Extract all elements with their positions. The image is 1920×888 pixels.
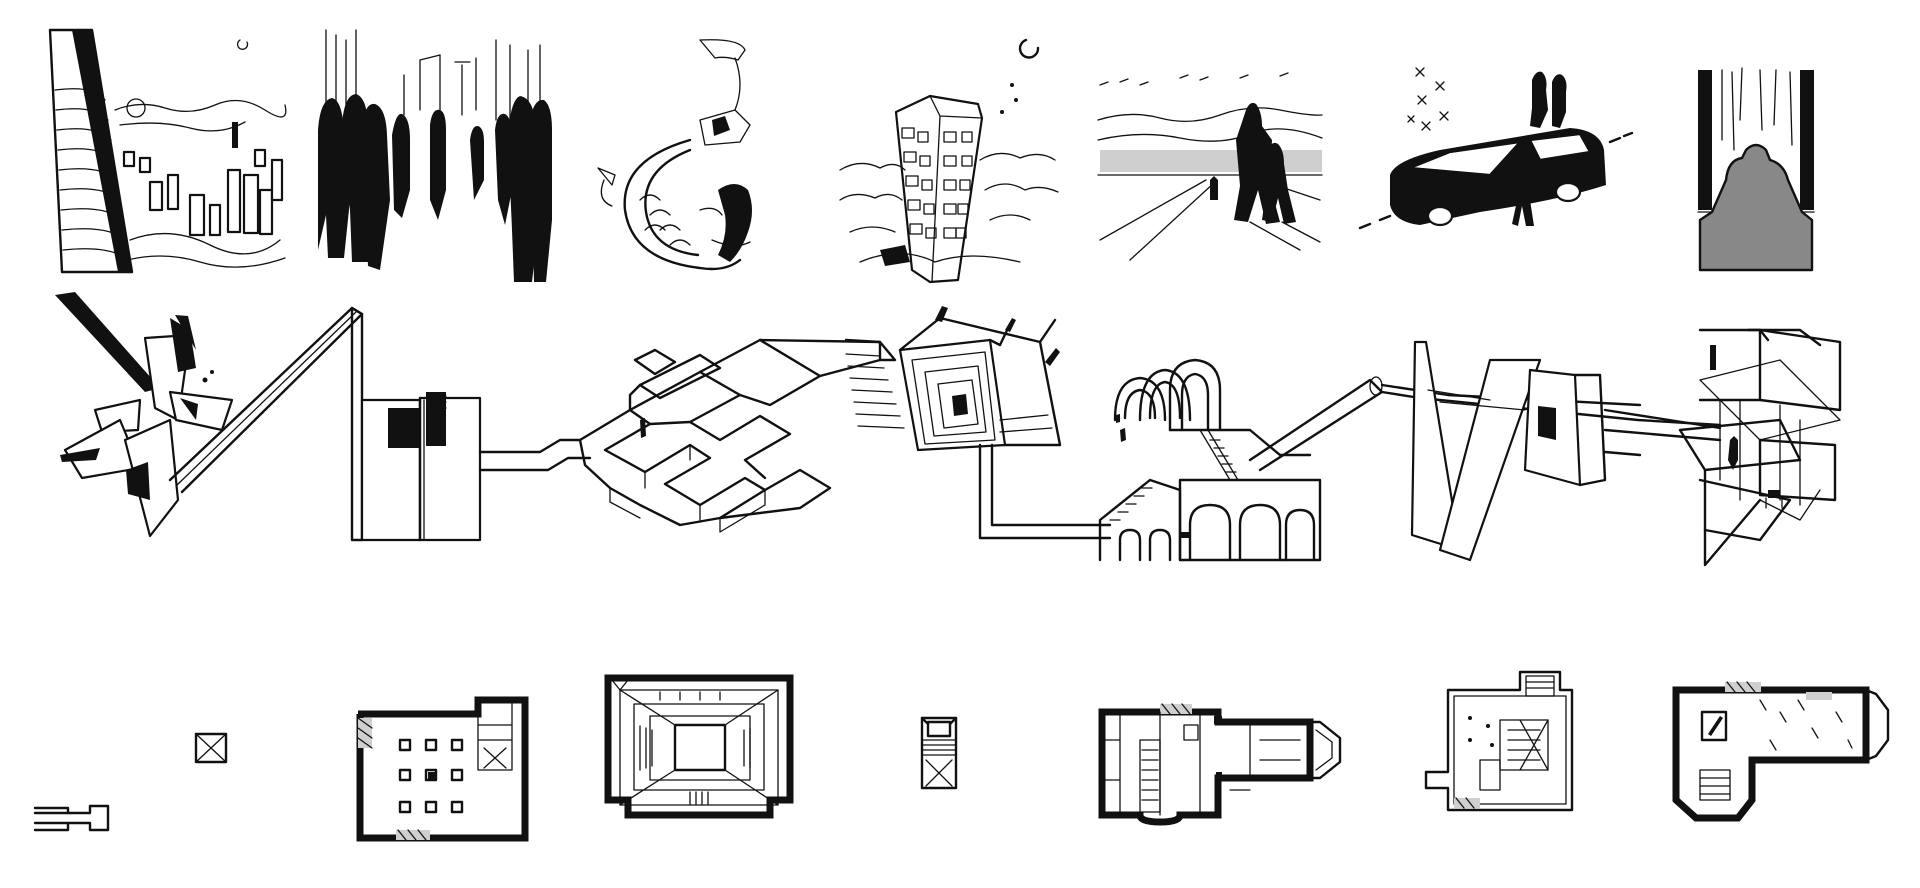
vignette-crowd xyxy=(318,29,552,282)
plan-l-shaped-room xyxy=(1672,681,1890,822)
promenade-floating-planes xyxy=(1678,328,1842,567)
plan-stair-cell xyxy=(920,716,958,790)
promenade-maze xyxy=(578,338,882,533)
promenade-drawing xyxy=(55,292,1842,567)
vignette-window-figure xyxy=(1697,67,1815,272)
promenade-stair-tower xyxy=(844,306,1112,540)
plan-apse-chapel xyxy=(1098,703,1342,826)
vignette-mermaid xyxy=(597,39,752,271)
vignette-tower xyxy=(839,38,1059,284)
vignette-city-skyline xyxy=(48,28,287,274)
plan-stair-room xyxy=(1424,670,1574,812)
promenade-shattered-prism xyxy=(55,292,364,538)
promenade-arcade xyxy=(1098,358,1384,562)
promenade-stepped-wall xyxy=(350,306,482,542)
plan-cube-and-ramp xyxy=(33,732,228,832)
plan-columned-hall xyxy=(356,696,529,842)
plan-courtyard-hall xyxy=(604,674,794,819)
vignette-hearse xyxy=(1358,67,1634,230)
vignette-walkers xyxy=(1097,72,1323,261)
promenade-slanted-panels xyxy=(1380,340,1722,562)
